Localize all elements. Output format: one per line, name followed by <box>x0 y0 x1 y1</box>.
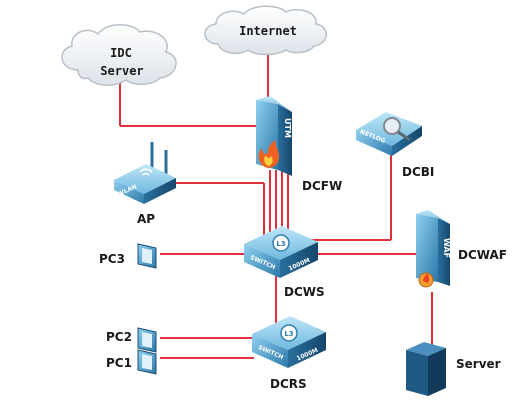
pc3-device <box>137 243 157 269</box>
internet-cloud-icon <box>204 5 327 56</box>
dcws-device: L3 SWITCH 1000M <box>244 226 318 278</box>
idc-cloud-icon <box>61 24 177 86</box>
dcws-l3-text: L3 <box>276 240 285 248</box>
pc1-device <box>137 349 157 375</box>
fire-inner-icon <box>264 155 273 166</box>
pc1-label: PC1 <box>106 356 132 370</box>
server-top <box>406 342 446 356</box>
dcwaf-device: WAF <box>416 210 451 288</box>
dcrs-front <box>252 334 288 368</box>
dcws-label: DCWS <box>284 285 325 299</box>
dcfw-device: UTM <box>256 96 292 176</box>
idc-label-line2: Server <box>100 64 143 78</box>
pc2-screen <box>142 332 152 348</box>
utm-text: UTM <box>283 118 292 138</box>
magnifier-icon <box>383 117 401 135</box>
dcrs-l3-text: L3 <box>284 330 293 338</box>
wlan-front <box>114 180 144 204</box>
netlog-front <box>356 130 392 156</box>
waf-flame-icon <box>423 273 430 283</box>
waf-side <box>438 218 450 286</box>
waf-text: WAF <box>442 238 451 258</box>
pc2-device <box>137 327 157 353</box>
utm-side <box>278 104 292 176</box>
dcwaf-label: DCWAF <box>458 248 507 262</box>
wlan-top <box>114 164 176 194</box>
dcrs-l3-icon <box>280 324 298 342</box>
pc3-screen <box>142 248 152 264</box>
dcrs-label: DCRS <box>270 377 307 391</box>
server-front <box>406 350 428 396</box>
server-label: Server <box>456 357 501 371</box>
server-side <box>428 348 446 396</box>
idc-server-cloud: IDC Server <box>61 24 177 86</box>
dcbi-label: DCBI <box>402 165 434 179</box>
dcbi-device: NETLOG <box>356 112 422 156</box>
fire-icon <box>258 140 280 168</box>
internet-cloud: Internet <box>204 5 327 56</box>
dcws-front <box>244 244 280 278</box>
idc-label-line1: IDC <box>110 46 132 60</box>
waf-front <box>416 214 438 282</box>
utm-top <box>256 96 292 112</box>
dcrs-device: L3 SWITCH 1000M <box>252 316 326 368</box>
ap-label: AP <box>137 212 155 226</box>
wifi-icon <box>139 168 153 176</box>
dcws-side <box>280 242 318 278</box>
server-device <box>406 342 446 396</box>
links <box>119 55 433 359</box>
magnifier-handle-icon <box>397 130 411 142</box>
ap-device: WLAN <box>114 142 176 204</box>
wlan-side <box>144 178 176 204</box>
dcws-l3-icon <box>272 234 290 252</box>
dcrs-side <box>288 332 326 368</box>
internet-label: Internet <box>239 24 297 38</box>
pc3-label: PC3 <box>99 252 125 266</box>
pc2-label: PC2 <box>106 330 132 344</box>
dcfw-label: DCFW <box>302 179 342 193</box>
pc1-screen <box>142 354 152 370</box>
waf-top <box>416 210 450 224</box>
netlog-side <box>392 126 422 156</box>
